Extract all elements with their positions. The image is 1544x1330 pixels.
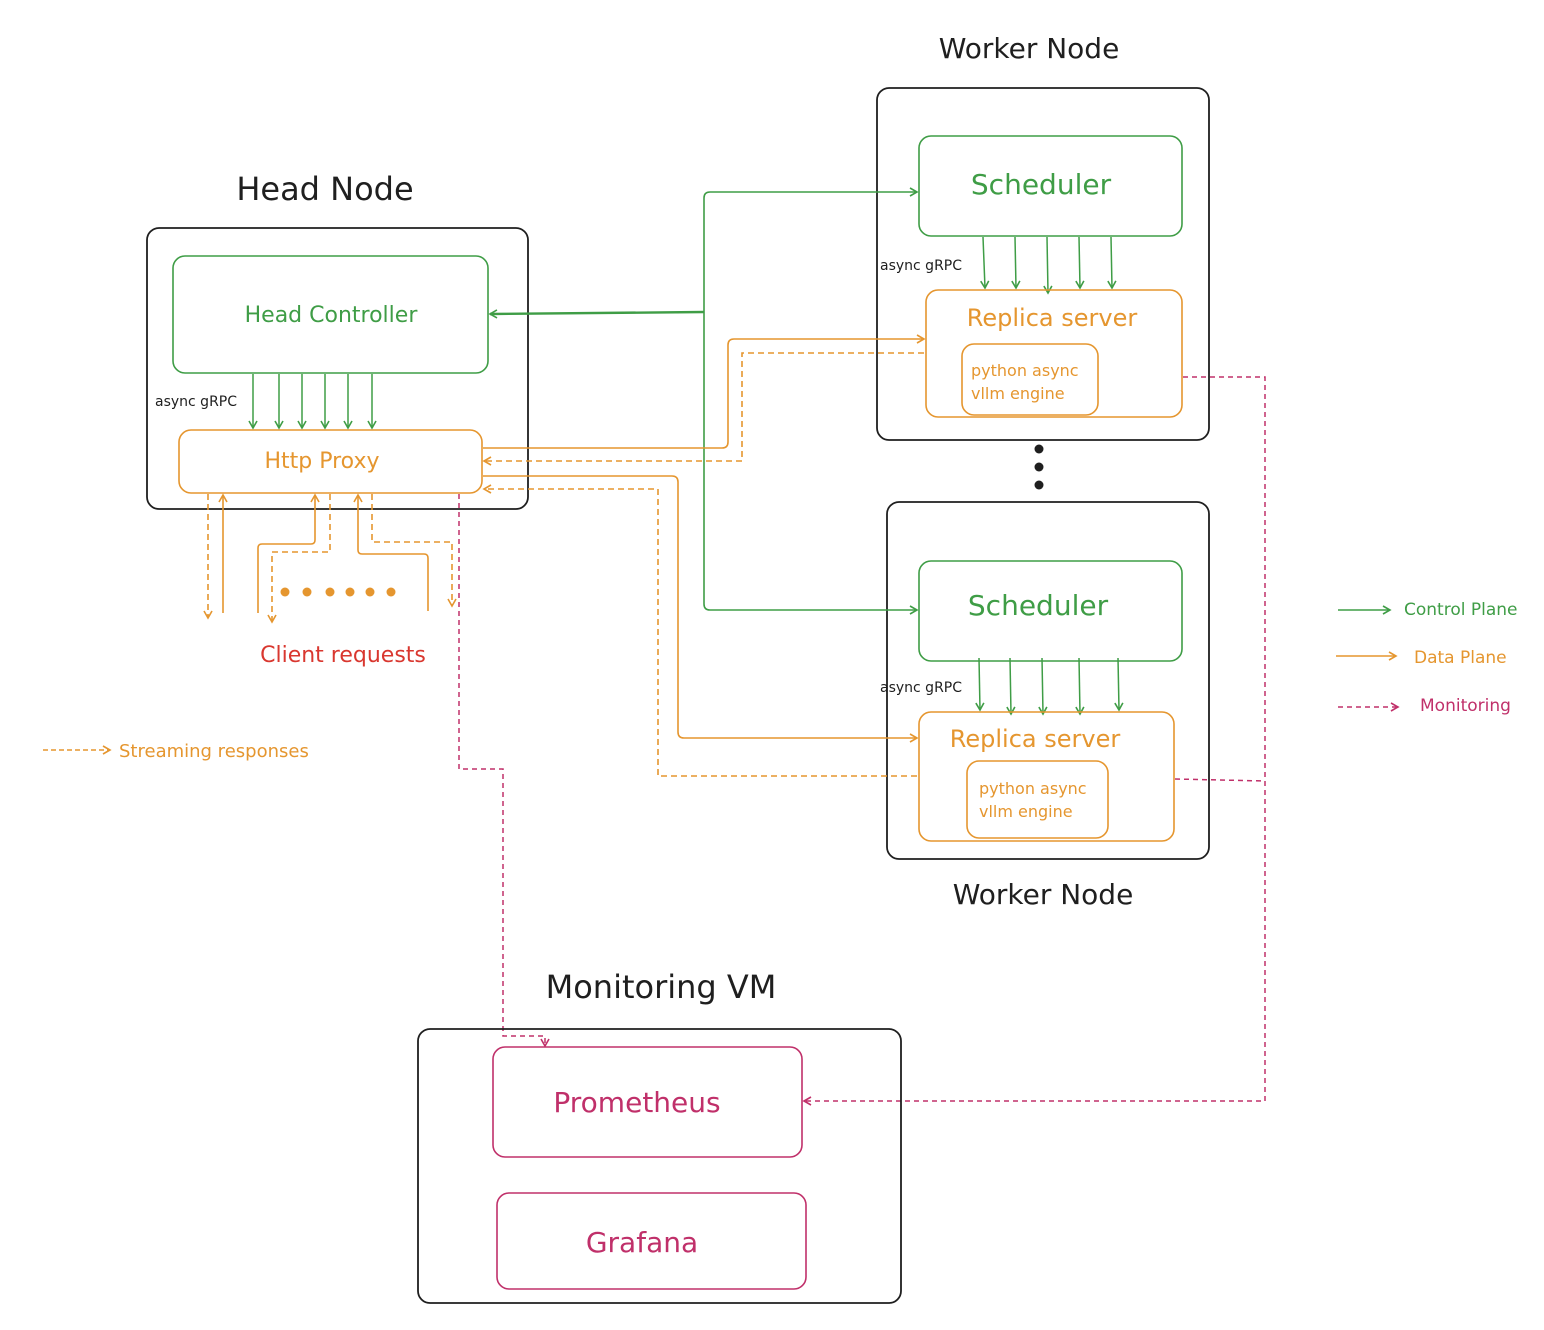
worker-node-2-container xyxy=(886,501,1210,860)
scheduler-2-label: Scheduler xyxy=(968,589,1109,622)
controller-to-proxy-arrows xyxy=(248,374,377,430)
proxy-to-replica-1 xyxy=(483,334,926,449)
replica-server-1-label: Replica server xyxy=(967,304,1138,332)
prometheus-box xyxy=(492,1046,803,1158)
client-requests-label: Client requests xyxy=(260,643,426,668)
legend-monitoring: Monitoring xyxy=(1420,696,1511,716)
worker-node-2-title: Worker Node xyxy=(953,878,1134,911)
scheduler-2-box xyxy=(918,560,1183,662)
legend: Control Plane Data Plane Monitoring Stre… xyxy=(43,600,1517,762)
replica-2-to-monitoring-bus xyxy=(1174,778,1266,782)
scheduler-1-to-replica-arrows xyxy=(980,236,1117,295)
replica-server-2-label: Replica server xyxy=(950,725,1121,753)
prometheus-label: Prometheus xyxy=(553,1086,720,1119)
scheduler-2-to-replica-arrows xyxy=(975,657,1124,716)
to-head-controller-link xyxy=(488,309,705,319)
vllm-engine-2-box xyxy=(966,760,1109,839)
legend-data-plane: Data Plane xyxy=(1414,648,1507,668)
monitoring-vm-title: Monitoring VM xyxy=(546,968,777,1006)
vllm-engine-1-box xyxy=(961,343,1099,416)
client-request-arrows xyxy=(218,493,429,613)
proxy-to-replica-2 xyxy=(483,475,919,743)
data-plane-links xyxy=(483,334,926,743)
vllm-engine-1-line1: python async xyxy=(971,361,1079,380)
to-scheduler-2-link xyxy=(703,312,919,615)
vllm-engine-1-line2: vllm engine xyxy=(971,384,1065,403)
head-node-container xyxy=(146,227,529,510)
scheduler-1-label: Scheduler xyxy=(971,168,1112,201)
monitoring-vm-container xyxy=(417,1028,902,1304)
head-controller-label: Head Controller xyxy=(245,303,419,328)
client-response-arrows xyxy=(203,494,457,624)
worker-1-grpc-label: async gRPC xyxy=(880,258,962,274)
more-clients-dots xyxy=(280,587,396,597)
grafana-box xyxy=(496,1192,807,1290)
more-workers-ellipsis xyxy=(1034,444,1044,490)
replica-1-stream-to-proxy xyxy=(482,352,924,466)
replica-2-stream-to-proxy xyxy=(482,484,917,777)
http-proxy-box xyxy=(178,429,483,494)
grafana-label: Grafana xyxy=(586,1226,698,1259)
replica-1-to-prometheus xyxy=(802,376,1266,1106)
worker-node-1: Worker Node Scheduler async gRPC Replica… xyxy=(876,32,1210,441)
worker-node-2: Scheduler async gRPC Replica server pyth… xyxy=(880,501,1210,911)
head-node: Head Node Head Controller async gRPC Htt… xyxy=(146,170,529,510)
replica-server-1-box xyxy=(925,289,1183,418)
proxy-to-prometheus xyxy=(458,494,550,1048)
worker-2-grpc-label: async gRPC xyxy=(880,680,962,696)
legend-control-plane: Control Plane xyxy=(1404,600,1517,620)
control-plane-links xyxy=(488,187,919,615)
scheduler-1-box xyxy=(918,135,1183,237)
to-scheduler-1-link xyxy=(703,187,919,312)
streaming-response-links xyxy=(482,352,924,777)
head-controller-box xyxy=(172,255,489,374)
head-node-title: Head Node xyxy=(236,170,413,208)
vllm-engine-2-line2: vllm engine xyxy=(979,802,1073,821)
http-proxy-label: Http Proxy xyxy=(264,449,379,474)
replica-server-2-box xyxy=(918,711,1175,842)
worker-node-1-container xyxy=(876,87,1210,441)
monitoring-links xyxy=(458,376,1266,1106)
head-grpc-label: async gRPC xyxy=(155,394,237,410)
worker-node-1-title: Worker Node xyxy=(939,32,1120,65)
legend-streaming-responses: Streaming responses xyxy=(119,741,309,762)
monitoring-vm: Monitoring VM Prometheus Grafana xyxy=(417,968,902,1304)
vllm-engine-2-line1: python async xyxy=(979,779,1087,798)
